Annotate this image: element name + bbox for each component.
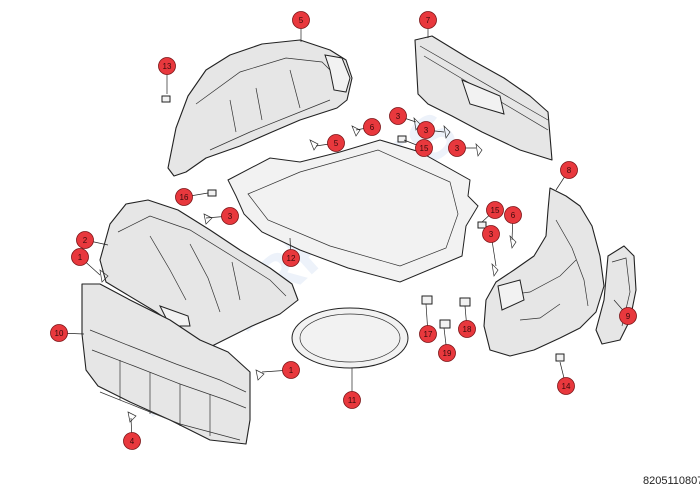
callout-10: 10	[50, 324, 68, 342]
callout-label: 16	[180, 193, 189, 202]
callout-label: 18	[463, 325, 472, 334]
callout-16: 16	[175, 188, 193, 206]
callout-label: 3	[489, 230, 494, 239]
callout-label: 1	[78, 253, 83, 262]
callout-label: 3	[455, 144, 460, 153]
callout-label: 6	[370, 123, 375, 132]
callout-circle	[419, 11, 437, 29]
callout-label: 14	[562, 382, 571, 391]
callout-5: 5	[327, 134, 345, 152]
callout-label: 10	[55, 329, 64, 338]
callout-label: 5	[334, 139, 339, 148]
spare-wheel-cover-part	[291, 307, 409, 369]
callout-1: 1	[71, 248, 89, 266]
callout-3: 3	[389, 107, 407, 125]
callout-label: 11	[348, 396, 357, 405]
callout-label: 12	[287, 254, 296, 263]
callout-label: 15	[491, 206, 500, 215]
callout-circle	[282, 361, 300, 379]
callout-circle	[557, 377, 575, 395]
callout-label: 3	[424, 126, 429, 135]
callout-12: 12	[282, 249, 300, 267]
callout-circle	[292, 11, 310, 29]
callout-label: 17	[424, 330, 433, 339]
callout-label: 9	[626, 312, 631, 321]
callout-label: 5	[299, 16, 304, 25]
callout-circle	[389, 107, 407, 125]
callout-circle	[123, 432, 141, 450]
left-quarter-trim-part	[167, 39, 353, 177]
callout-label: 7	[426, 16, 431, 25]
callout-label: 3	[396, 112, 401, 121]
callout-circle	[419, 325, 437, 343]
callout-11: 11	[343, 391, 361, 409]
callout-label: 2	[83, 236, 88, 245]
callout-circle	[560, 161, 578, 179]
callout-circle	[486, 201, 504, 219]
callout-label: 4	[130, 437, 135, 446]
callout-7: 7	[419, 11, 437, 29]
callout-3: 3	[221, 207, 239, 225]
rear-sill-trim-part	[81, 283, 251, 445]
rear-board-part	[414, 35, 553, 161]
callout-circle	[363, 118, 381, 136]
callout-circle	[76, 231, 94, 249]
callout-circle	[71, 248, 89, 266]
callout-18: 18	[458, 320, 476, 338]
callout-9: 9	[619, 307, 637, 325]
callout-13: 13	[158, 57, 176, 75]
reference-code: 8205110807	[643, 475, 700, 487]
callout-8: 8	[560, 161, 578, 179]
callout-17: 17	[419, 325, 437, 343]
callout-14: 14	[557, 377, 575, 395]
callout-circle	[504, 206, 522, 224]
callout-19: 19	[438, 344, 456, 362]
callout-circle	[327, 134, 345, 152]
callout-circle	[50, 324, 68, 342]
callout-circle	[415, 139, 433, 157]
trunk-floor-carpet-part	[227, 139, 479, 283]
callout-circle	[282, 249, 300, 267]
side-panel-part	[595, 245, 637, 345]
callout-circle	[458, 320, 476, 338]
callout-label: 19	[443, 349, 452, 358]
callout-15: 15	[415, 139, 433, 157]
callout-label: 6	[511, 211, 516, 220]
callout-label: 15	[420, 144, 429, 153]
callout-circle	[417, 121, 435, 139]
callout-circle	[158, 57, 176, 75]
callout-label: 8	[567, 166, 572, 175]
callout-6: 6	[504, 206, 522, 224]
right-quarter-trim-part	[483, 187, 605, 357]
callout-1: 1	[282, 361, 300, 379]
callout-circle	[619, 307, 637, 325]
callout-circle	[221, 207, 239, 225]
callout-3: 3	[417, 121, 435, 139]
callout-3: 3	[448, 139, 466, 157]
callout-circle	[438, 344, 456, 362]
callout-3: 3	[482, 225, 500, 243]
callout-6: 6	[363, 118, 381, 136]
callout-5: 5	[292, 11, 310, 29]
callout-label: 13	[163, 62, 172, 71]
callout-15: 15	[486, 201, 504, 219]
callout-label: 3	[228, 212, 233, 221]
callout-circle	[448, 139, 466, 157]
callout-circle	[175, 188, 193, 206]
callout-circle	[343, 391, 361, 409]
callout-label: 1	[289, 366, 294, 375]
callout-circle	[482, 225, 500, 243]
callout-4: 4	[123, 432, 141, 450]
callout-2: 2	[76, 231, 94, 249]
